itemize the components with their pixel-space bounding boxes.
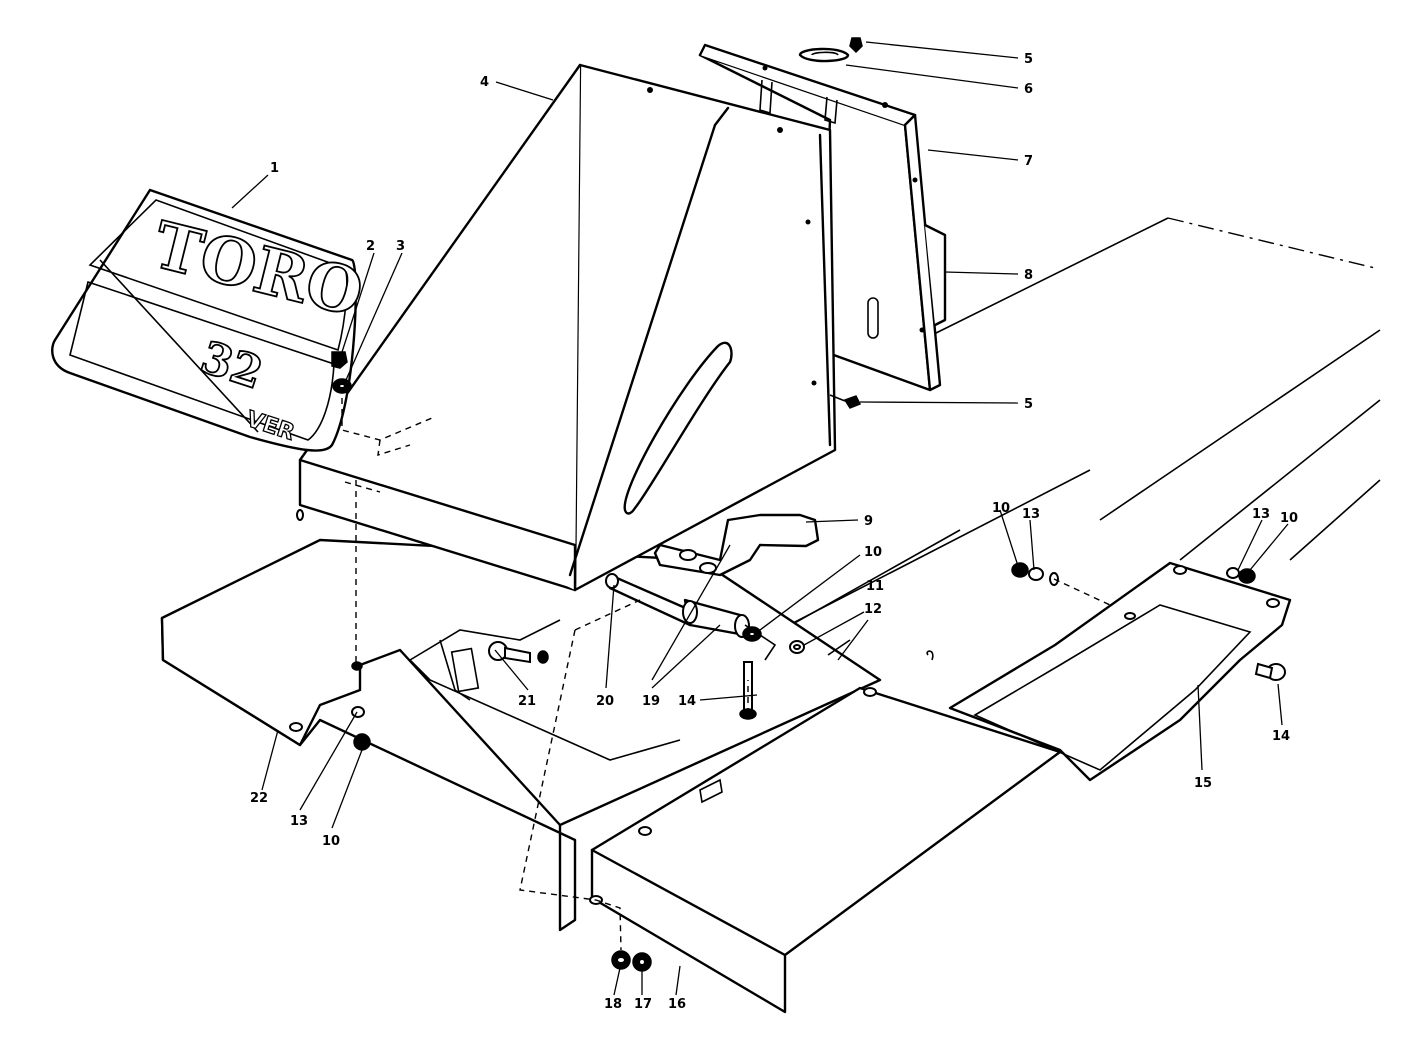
step-panel bbox=[948, 561, 1292, 782]
callout-12: 12 bbox=[864, 602, 882, 617]
callout-13-left: 13 bbox=[290, 814, 308, 829]
toro-decal: TORO 32 VER bbox=[51, 188, 371, 452]
callout-3: 3 bbox=[396, 239, 405, 254]
callout-10-hinge: 10 bbox=[864, 545, 882, 560]
callout-1: 1 bbox=[270, 161, 279, 176]
floor-panel bbox=[160, 538, 882, 932]
callout-17: 17 bbox=[634, 997, 652, 1012]
callout-22: 22 bbox=[250, 791, 268, 806]
callout-8: 8 bbox=[1024, 268, 1033, 283]
callout-18: 18 bbox=[604, 997, 622, 1012]
callout-13-right: 13 bbox=[1252, 507, 1270, 522]
rear-housing bbox=[698, 43, 947, 392]
leader-lines bbox=[231, 41, 1289, 996]
main-console bbox=[296, 63, 837, 592]
callout-2: 2 bbox=[366, 239, 375, 254]
callout-10-mid: 10 bbox=[992, 501, 1010, 516]
callout-6: 6 bbox=[1024, 82, 1033, 97]
hardware bbox=[331, 37, 1286, 972]
callout-13-mid: 13 bbox=[1022, 507, 1040, 522]
callout-15: 15 bbox=[1194, 776, 1212, 791]
callout-10-left: 10 bbox=[322, 834, 340, 849]
callout-numbers: 1 2 3 4 5 6 7 8 5 9 10 11 12 10 13 13 10… bbox=[250, 52, 1298, 1012]
callout-14-center: 14 bbox=[678, 694, 696, 709]
callout-10-right: 10 bbox=[1280, 511, 1298, 526]
assembly-lines bbox=[341, 398, 1111, 951]
callout-7: 7 bbox=[1024, 154, 1033, 169]
side-panel bbox=[589, 686, 1062, 1014]
callout-21: 21 bbox=[518, 694, 536, 709]
callout-4: 4 bbox=[480, 75, 489, 90]
callout-16: 16 bbox=[668, 997, 686, 1012]
callout-5-lower: 5 bbox=[1024, 397, 1033, 412]
callout-19: 19 bbox=[642, 694, 660, 709]
callout-14-right: 14 bbox=[1272, 729, 1290, 744]
callout-11: 11 bbox=[866, 579, 884, 594]
callout-20: 20 bbox=[596, 694, 614, 709]
callout-9: 9 bbox=[864, 514, 873, 529]
callout-5-top: 5 bbox=[1024, 52, 1033, 67]
